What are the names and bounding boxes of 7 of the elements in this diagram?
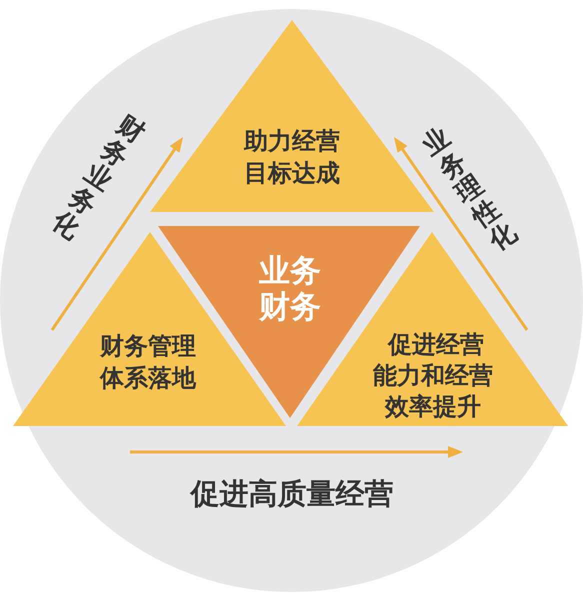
- arrow-caption: 促进高质量经营: [190, 476, 394, 512]
- panel-label: 助力经营目标达成: [242, 126, 341, 189]
- arrow-caption: 业务理性化: [418, 123, 522, 257]
- arrow-caption: 财务业务化: [46, 110, 150, 246]
- center-label: 业务财务: [258, 253, 322, 325]
- panel-label: 财务管理体系落地: [98, 331, 198, 394]
- panel-label: 促进经营能力和经营效率提升: [372, 330, 494, 422]
